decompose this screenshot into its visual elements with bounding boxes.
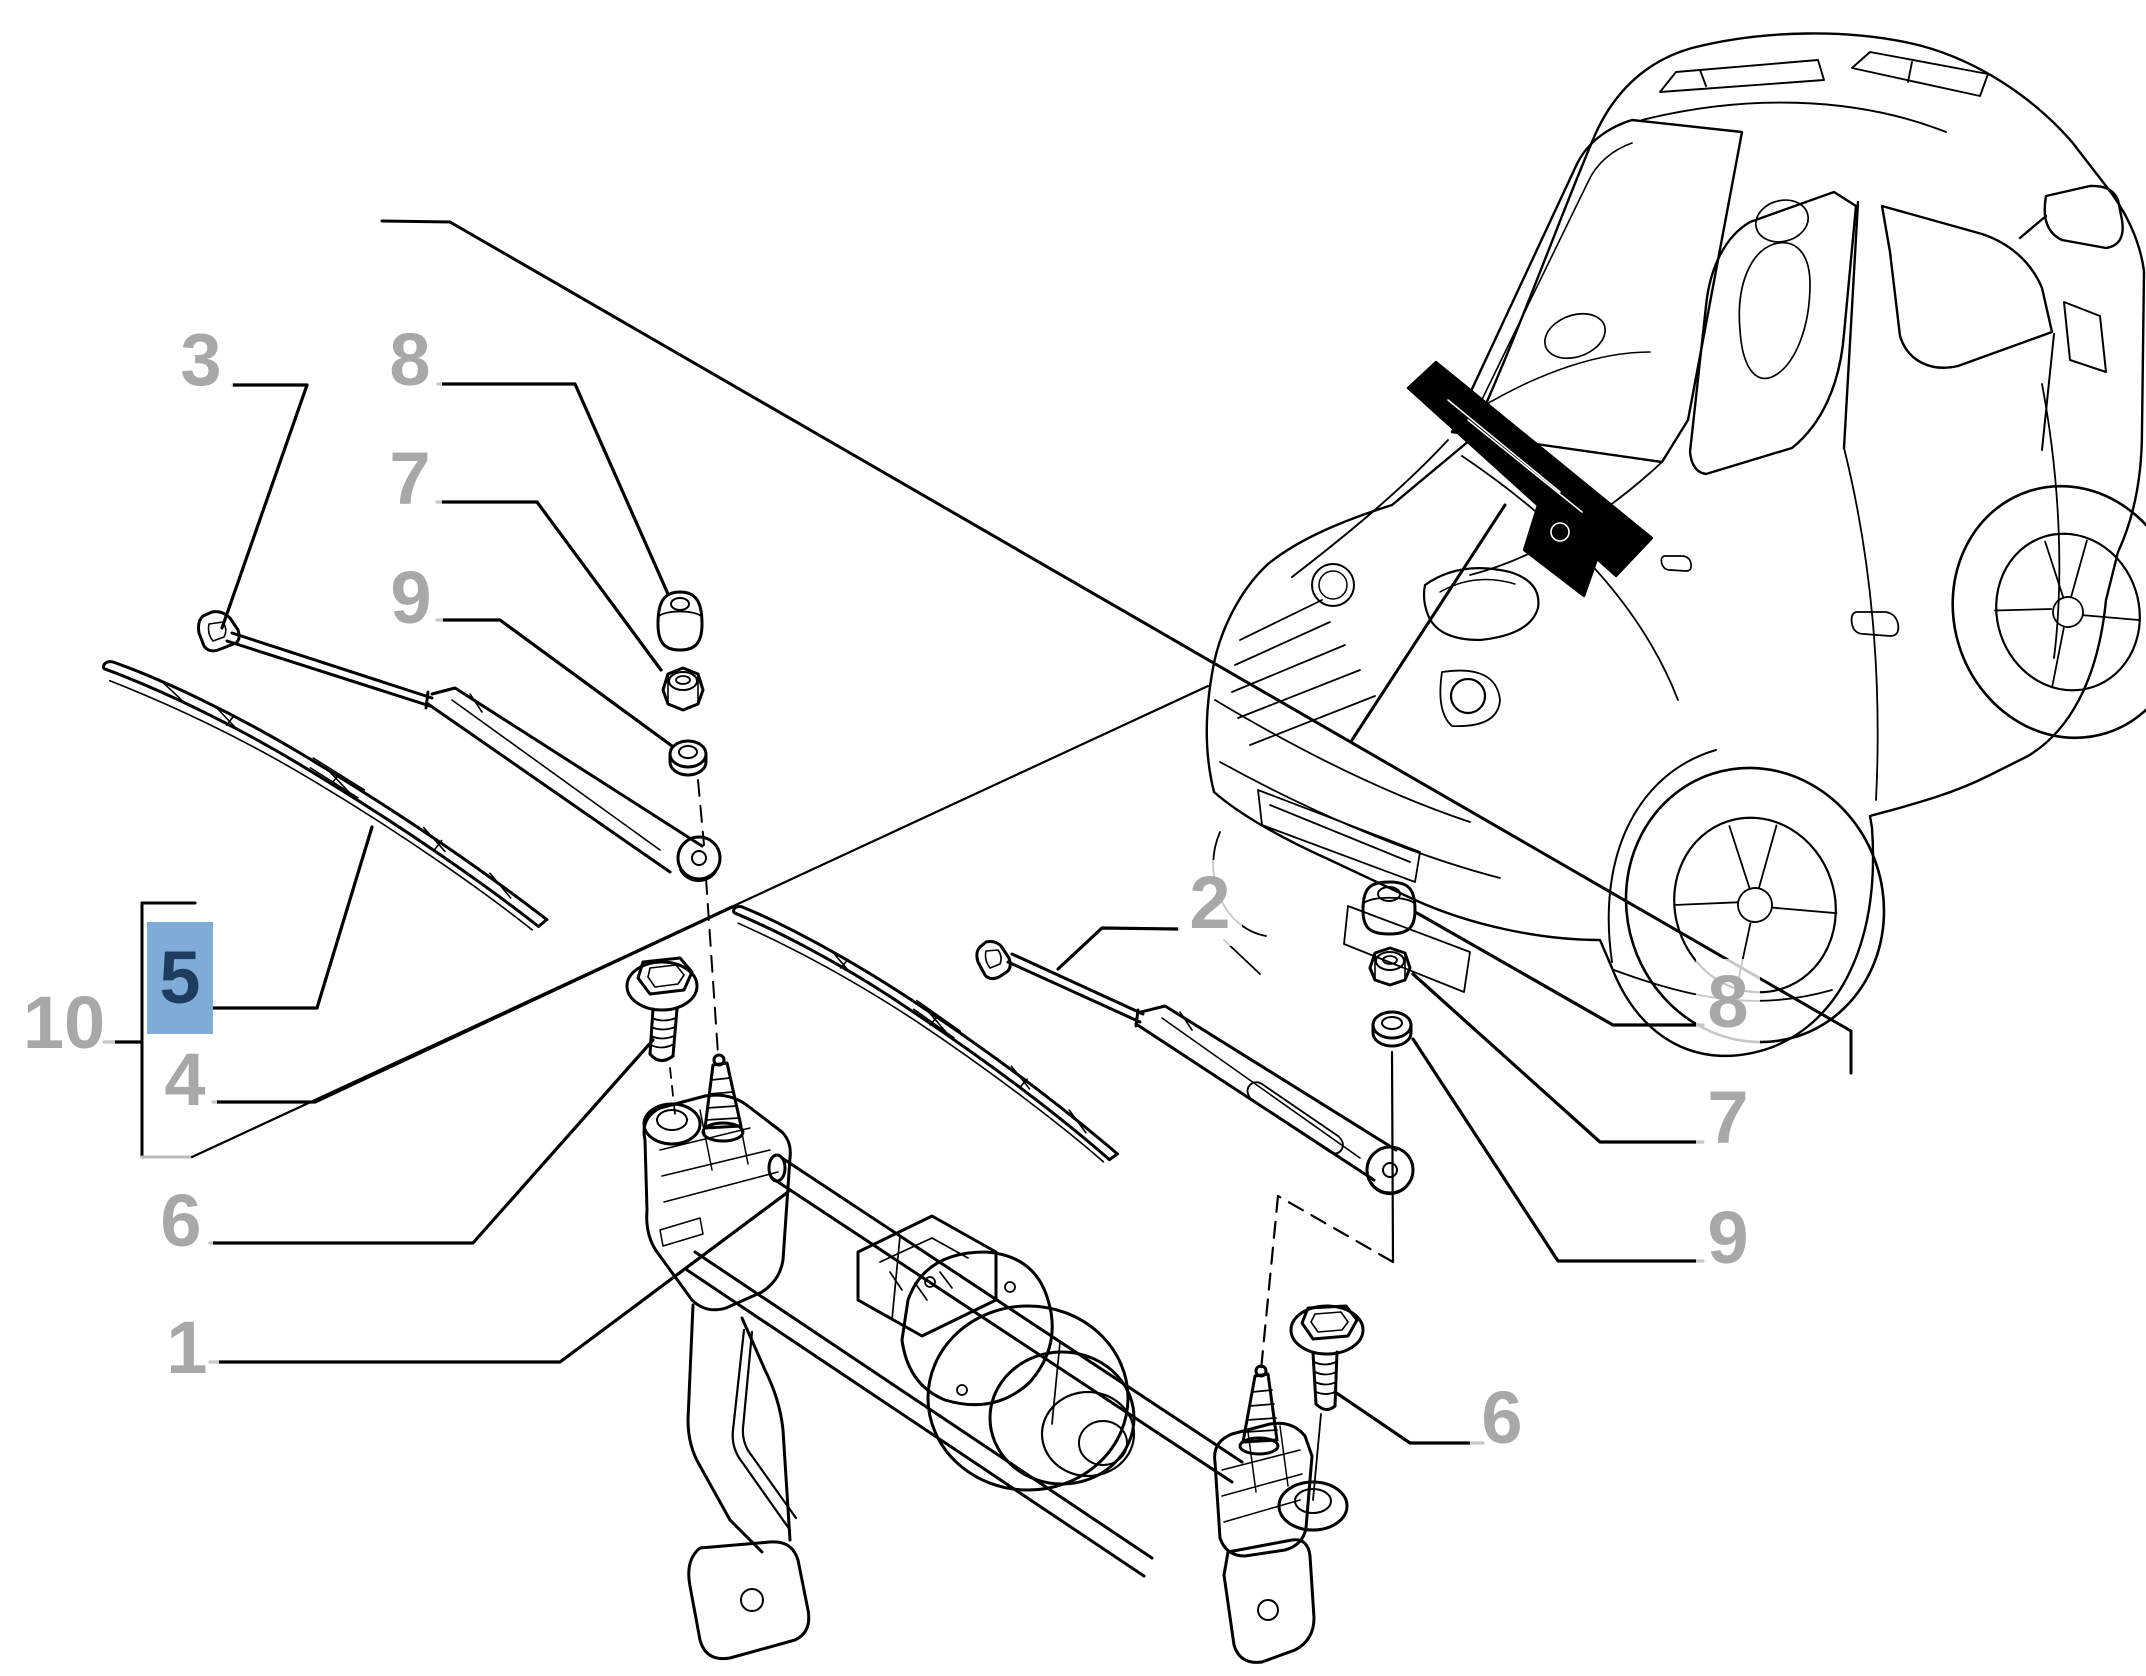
cowl-detail-1 <box>1447 399 1583 513</box>
windshield <box>1450 118 1744 464</box>
windshield-inner-edge <box>1471 142 1633 421</box>
roof-rail-rear <box>1851 51 1989 97</box>
rear-wheel <box>1951 484 2146 740</box>
front-door-seam <box>1843 447 1879 801</box>
part-label-pivot-washer-left[interactable]: 9 <box>379 555 443 641</box>
wiper-arm-left <box>197 610 722 883</box>
rear-door-window <box>1880 204 2054 369</box>
car-body-outline <box>1205 32 2146 1058</box>
part-label-pivot-cap-right[interactable]: 8 <box>1696 959 1760 1045</box>
part-label-wiper-blade-left-selected[interactable]: 5 <box>147 922 213 1034</box>
dashboard-line <box>1479 351 1651 409</box>
quarter-window <box>2063 301 2107 373</box>
mounting-bolt-left <box>625 956 699 1062</box>
wiper-motor-linkage-assembly <box>642 1053 1349 1664</box>
fog-lamp <box>1449 677 1487 715</box>
front-wheel <box>1624 766 1886 1044</box>
leader-wiper-arm-right <box>1056 926 1180 971</box>
part-label-pivot-washer-right[interactable]: 9 <box>1696 1195 1760 1281</box>
axis-left-lower <box>705 877 719 1055</box>
axis-right-solid <box>1390 1050 1395 1264</box>
wiper-arm-right <box>975 940 1415 1196</box>
cowl-detail-2 <box>1550 522 1570 542</box>
part-label-wiper-blade-right[interactable]: 4 <box>153 1037 217 1123</box>
side-mirror <box>2018 184 2124 250</box>
seat-headrest <box>1755 199 1809 243</box>
car-cowl-leader <box>1350 503 1507 742</box>
headlight-inner <box>1439 578 1516 593</box>
leader-wiper-blade-left <box>211 825 374 1010</box>
part-label-mounting-bolt-left[interactable]: 6 <box>149 1178 213 1264</box>
pivot-nut-right <box>1368 946 1412 987</box>
pivot-washer-left <box>668 739 708 777</box>
structure-lines <box>140 219 1853 1501</box>
leader-pivot-washer-left <box>435 618 674 748</box>
headlight <box>1422 567 1540 642</box>
door-handle <box>1850 611 1900 637</box>
axis-right-dogleg <box>1276 1194 1395 1264</box>
callout-leader-lines <box>102 382 1705 1445</box>
part-label-mounting-bolt-right[interactable]: 6 <box>1470 1375 1534 1461</box>
pivot-nut-left <box>661 666 705 712</box>
leader-pivot-washer-right <box>1411 1037 1705 1263</box>
fiat-badge-outer <box>1311 563 1355 607</box>
cowl-wiper-motor <box>1522 503 1604 598</box>
leader-wiper-arm-left <box>220 383 309 630</box>
rear-door-seam <box>2041 383 2061 659</box>
license-plate <box>1343 905 1471 993</box>
roof-rail-front <box>1659 59 1825 93</box>
axis-bolt-right <box>1312 1413 1322 1501</box>
part-label-wiper-arm-left[interactable]: 3 <box>169 317 233 403</box>
leader-mounting-bolt-left <box>208 1038 655 1245</box>
front-door-window <box>1688 190 1858 476</box>
side-indicator <box>1660 555 1692 572</box>
pivot-washer-right <box>1371 1010 1413 1048</box>
fiat-badge-inner <box>1318 570 1348 600</box>
leader-wiper-blade-right <box>211 905 734 1104</box>
part-label-wiper-motor-linkage[interactable]: 1 <box>155 1305 219 1391</box>
c-pillar <box>2041 333 2055 451</box>
roof-line <box>1641 101 1947 133</box>
axis-left-upper <box>697 779 705 846</box>
seat-front <box>1738 241 1811 380</box>
leader-pivot-nut-left <box>435 500 663 672</box>
leader-pivot-cap-right <box>1415 911 1705 1027</box>
cowl-reference-line <box>380 219 1853 1075</box>
part-label-pivot-nut-left[interactable]: 7 <box>378 436 442 522</box>
axis-right-to-spindle <box>1259 1194 1280 1372</box>
wiper-blade-left <box>101 660 549 931</box>
grille-bars <box>1231 599 1376 746</box>
leader-wiper-motor-linkage <box>208 1190 790 1364</box>
front-wheel-arch <box>1607 749 1717 963</box>
steering-wheel <box>1544 312 1606 360</box>
fog-lamp-housing <box>1439 669 1501 727</box>
wiper-blade-right <box>732 905 1119 1163</box>
leader-mounting-bolt-right <box>1333 1390 1485 1445</box>
bumper-line-1 <box>1214 699 1471 823</box>
part-label-pivot-cap-left[interactable]: 8 <box>378 317 442 403</box>
pivot-cap-right <box>1361 880 1417 936</box>
b-pillar <box>1842 200 1860 450</box>
grille-lower <box>1257 789 1421 883</box>
mounting-bolt-right <box>1289 1304 1365 1411</box>
hood-cut-line <box>1291 439 1449 578</box>
leader-pivot-nut-right <box>1411 972 1705 1144</box>
part-label-pivot-nut-right[interactable]: 7 <box>1696 1075 1760 1161</box>
leader-pivot-cap-left <box>436 382 670 596</box>
part-label-wiper-arm-right[interactable]: 2 <box>1178 860 1242 946</box>
car-illustration <box>1205 32 2146 1058</box>
axis-bolt-left <box>669 1067 676 1115</box>
bumper-line-2 <box>1219 761 1501 879</box>
part-label-wiper-blade-kit[interactable]: 10 <box>13 980 115 1066</box>
